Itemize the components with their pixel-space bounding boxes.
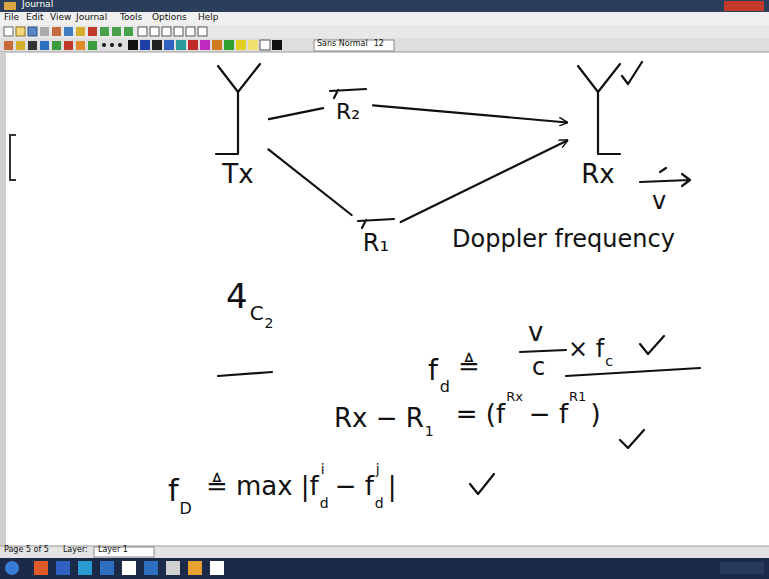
math-subscript: d (440, 378, 450, 396)
math-text: C (250, 302, 264, 324)
math-text: f (428, 356, 438, 387)
math-text: ≜ max |f (206, 472, 319, 501)
reflector-symbol (326, 82, 370, 100)
math-text: ) (590, 400, 600, 429)
reflector-stroke (358, 219, 394, 228)
node-label: Tx (210, 160, 266, 189)
math-text: × f (568, 336, 604, 362)
math-superscript: Rx (506, 390, 523, 404)
math-text: f (168, 474, 179, 507)
reflector-r1: R₁ (354, 212, 398, 256)
antenna-stroke (216, 64, 260, 154)
math-superscript: i (321, 462, 325, 477)
ray-path (269, 108, 323, 119)
menu-item: Journal (76, 13, 107, 23)
math-superscript: j (376, 462, 380, 477)
menu-item: File (4, 13, 19, 23)
math-text: v (528, 318, 543, 347)
antenna-symbol (210, 62, 266, 160)
menu-item: Options (152, 13, 187, 23)
ray-path (268, 149, 351, 215)
math-subscript: c (605, 354, 613, 369)
font-size: 12 (374, 40, 384, 49)
status-text: Layer 1 (98, 546, 128, 555)
node-label: R₂ (326, 100, 370, 124)
ray-path (401, 140, 568, 222)
menu-item: Edit (26, 13, 43, 23)
node-label: R₁ (354, 230, 398, 256)
math-subscript: d (320, 496, 329, 511)
reflector-stroke (330, 89, 366, 98)
reflector-r2: R₂ (326, 82, 370, 124)
math-text: − f (335, 472, 374, 501)
math-text: ≜ (458, 352, 480, 381)
antenna-symbol (570, 62, 626, 160)
transmit-antenna: Tx (210, 62, 266, 189)
receive-antenna: Rx (570, 62, 626, 189)
math-text: | (388, 472, 397, 501)
font-name: Sans Normal (317, 40, 368, 49)
menu-item: Tools (120, 13, 142, 23)
antenna-stroke (578, 64, 620, 154)
ray-path (373, 105, 567, 122)
math-text: − f (529, 400, 568, 429)
node-label: Rx (570, 160, 626, 189)
math-superscript: R1 (569, 390, 586, 404)
menu-item: View (50, 13, 71, 23)
window-title: Journal (22, 0, 53, 10)
math-text: 4 (226, 278, 248, 315)
math-subscript: 1 (425, 424, 434, 439)
math-subscript: 2 (265, 316, 274, 331)
menu-item: Help (198, 13, 219, 23)
math-text: c (532, 354, 545, 380)
math-text: = (f (456, 400, 505, 429)
velocity-symbol: v (652, 188, 666, 214)
math-text: Rx − R (334, 404, 424, 433)
math-subscript: d (375, 496, 384, 511)
math-subscript: D (180, 500, 192, 518)
status-text: Layer: (63, 546, 88, 555)
handwritten-note: Doppler frequency (452, 226, 675, 252)
status-text: Page 5 of 5 (4, 546, 49, 555)
reflector-symbol (354, 212, 398, 230)
